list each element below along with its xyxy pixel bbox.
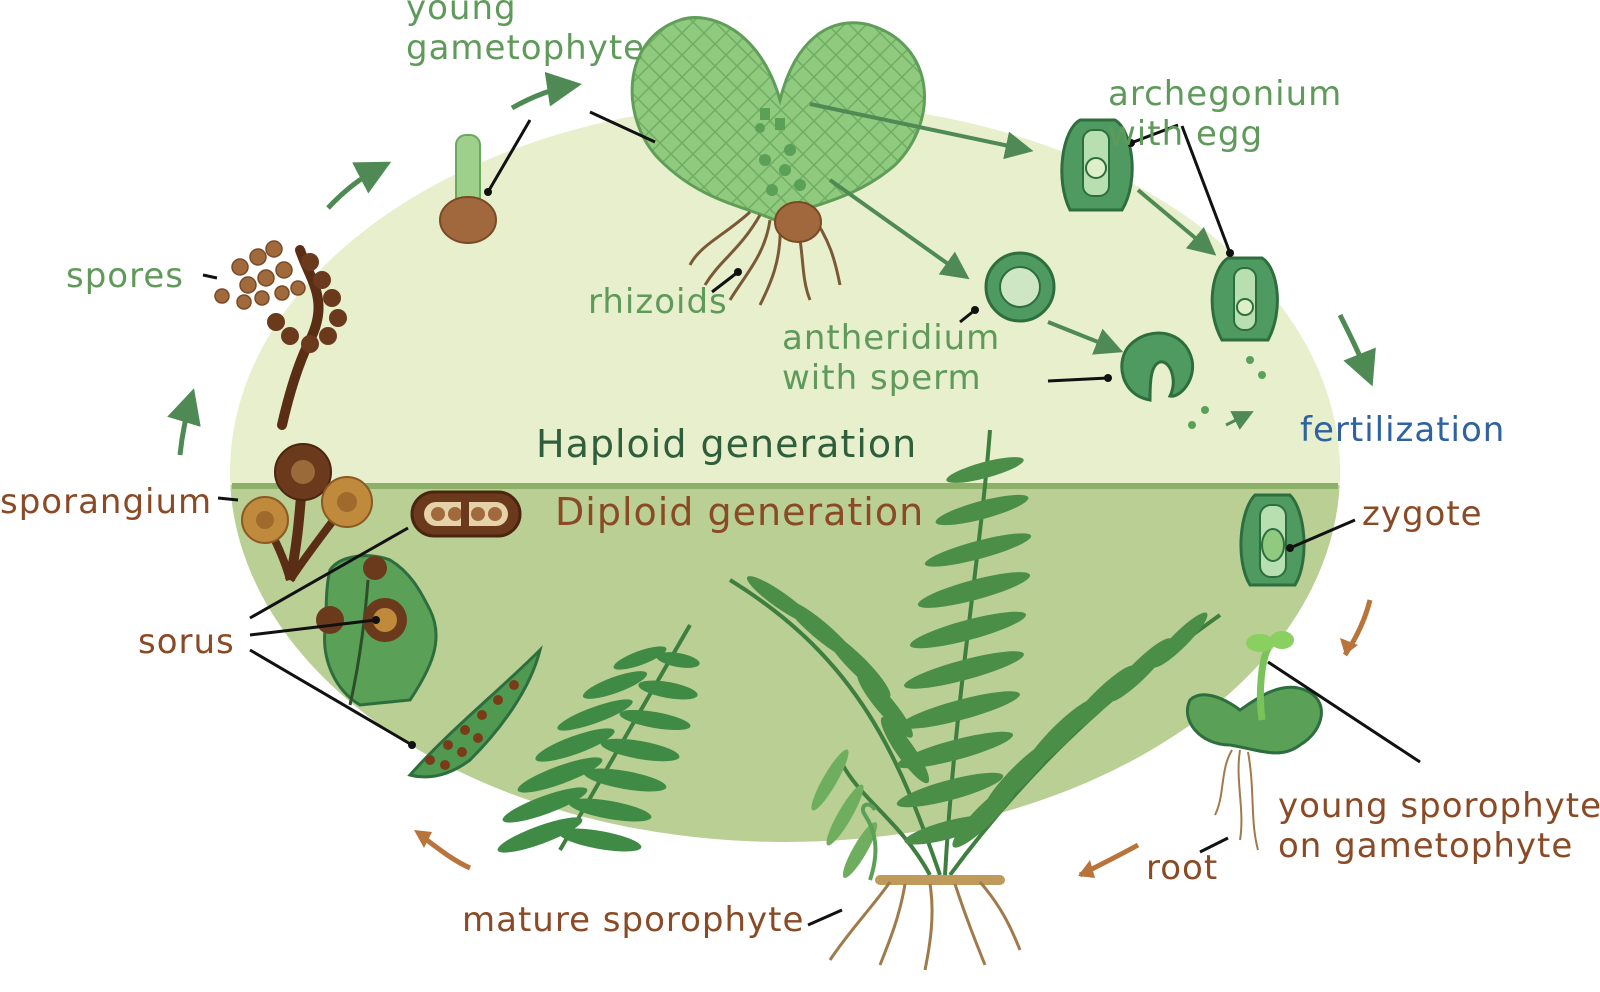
leader-line [486,119,532,193]
label-sorus: sorus [138,622,235,662]
label-antheridium: antheridium with sperm [782,318,1001,398]
label-zygote: zygote [1362,494,1483,534]
leader-line [249,648,413,747]
label-haploid-generation: Haploid generation [536,422,918,466]
antheridium-open-icon [1120,331,1266,429]
sporangium-cluster-icon [241,443,373,583]
gametophyte-thallus-icon [630,16,926,306]
label-diploid-generation: Diploid generation [555,490,925,534]
label-fertilization: fertilization [1300,410,1506,450]
archegonium-icon [1060,118,1134,212]
leader-line [202,273,218,280]
leader-line [217,496,239,502]
leader-line [807,908,843,927]
leader-line [1047,376,1109,383]
leader-line [1289,518,1356,550]
leaf-fragment-icon [316,554,438,707]
young-sporophyte-icon [1185,631,1323,851]
label-spores: spores [66,256,184,296]
sorus-section-icon [410,490,522,538]
leader-line [711,270,739,294]
leader-line [1199,836,1229,854]
cycle-arrows [167,71,1376,878]
leader-line [249,618,377,637]
leader-line [1130,123,1179,145]
young-gametophyte-icon [439,134,497,244]
cycle-arrow [1136,188,1217,256]
label-archegonium: archegonium with egg [1108,74,1343,154]
cycle-arrow [809,102,1034,160]
fern-frond-small-icon [407,645,543,779]
leader-dot [484,188,492,196]
leader-line [589,110,656,144]
label-young-gametophyte: young gametophyte [406,0,646,68]
spores-icon [214,240,306,310]
cycle-arrow [1225,411,1254,430]
label-young-sporophyte: young sporophyte on gametophyte [1278,786,1600,866]
leader-line [249,526,409,620]
cycle-arrow [1047,320,1124,355]
mature-sporophyte-icon [728,429,1222,971]
label-rhizoids: rhizoids [588,282,728,322]
zygote-icon [1239,493,1306,587]
label-root: root [1146,848,1219,888]
label-sporangium: sporangium [0,482,213,522]
sporangium-burst-icon [267,245,347,430]
cycle-arrow [828,178,970,280]
leader-line [1267,660,1421,764]
label-mature-sporophyte: mature sporophyte [462,900,805,940]
fern-frond-medium-icon [497,623,700,853]
archegonium-open-icon [1210,256,1279,342]
antheridium-icon [984,251,1056,323]
leader-line [1180,125,1232,254]
